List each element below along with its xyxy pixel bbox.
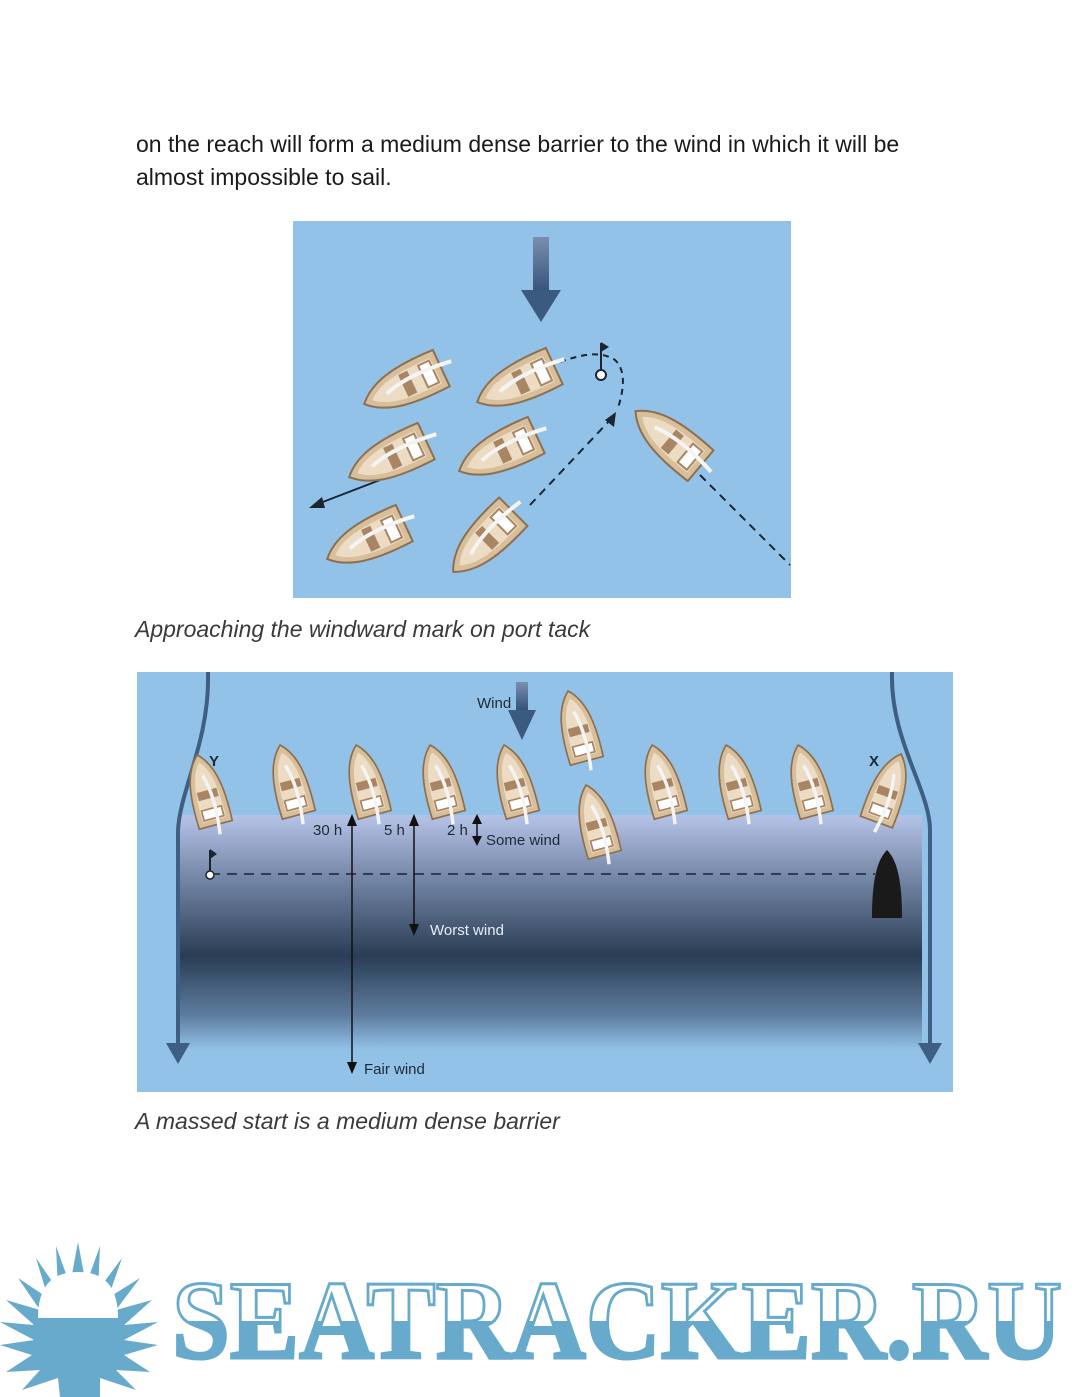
label-5h: 5 h [384, 822, 405, 839]
body-paragraph: on the reach will form a medium dense ba… [136, 131, 900, 190]
worst-wind-label: Worst wind [430, 922, 504, 939]
x-label: X [869, 753, 879, 770]
logo-text: SEATRACKER.RU [172, 1259, 1062, 1383]
sun-icon [0, 1242, 158, 1397]
mark-flag-icon [595, 342, 609, 381]
pin-flag-icon [205, 849, 217, 880]
label-2h: 2 h [447, 822, 468, 839]
committee-boat-icon [872, 850, 902, 918]
figure2-caption: A massed start is a medium dense barrier [135, 1108, 560, 1134]
figure-windward-mark [293, 221, 791, 598]
wind-arrow-icon [521, 237, 561, 322]
figure1-caption: Approaching the windward mark on port ta… [135, 616, 591, 642]
label-30h: 30 h [313, 822, 342, 839]
seatracker-logo: SEATRACKER.RU [0, 1242, 1064, 1397]
y-label: Y [209, 753, 219, 770]
fair-wind-label: Fair wind [364, 1061, 425, 1078]
wind-label: Wind [477, 695, 511, 712]
some-wind-label: Some wind [486, 832, 560, 849]
wind-arrow-icon [508, 682, 536, 740]
figure-massed-start: Wind Y X 30 h 5 h 2 h Some win [137, 671, 953, 1092]
